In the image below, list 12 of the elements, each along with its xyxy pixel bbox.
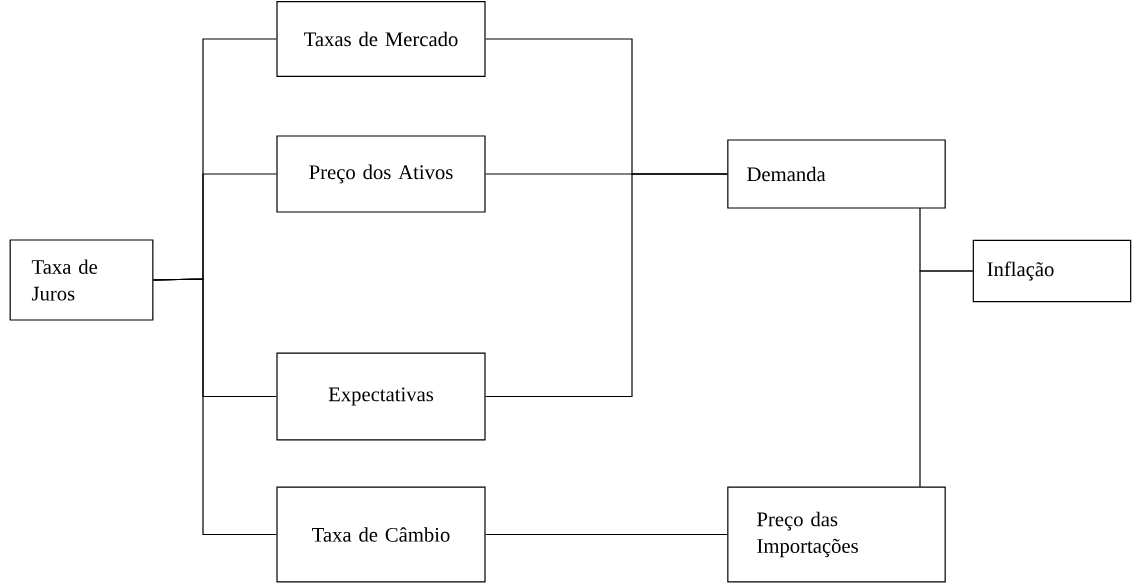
box: Expectativas <box>276 352 486 441</box>
connector-line <box>919 270 974 488</box>
box: Inflação <box>972 239 1132 303</box>
box: Preço das Importações <box>727 486 946 583</box>
box: Taxa de Câmbio <box>276 486 486 583</box>
box: Taxas de Mercado <box>276 1 486 77</box>
box: Preço dos Ativos <box>276 135 486 213</box>
connector-line <box>485 533 728 536</box>
connector-line <box>152 278 277 536</box>
box: Demanda <box>727 139 946 209</box>
connector-line <box>485 173 728 398</box>
box: Taxa de Juros <box>9 239 154 321</box>
